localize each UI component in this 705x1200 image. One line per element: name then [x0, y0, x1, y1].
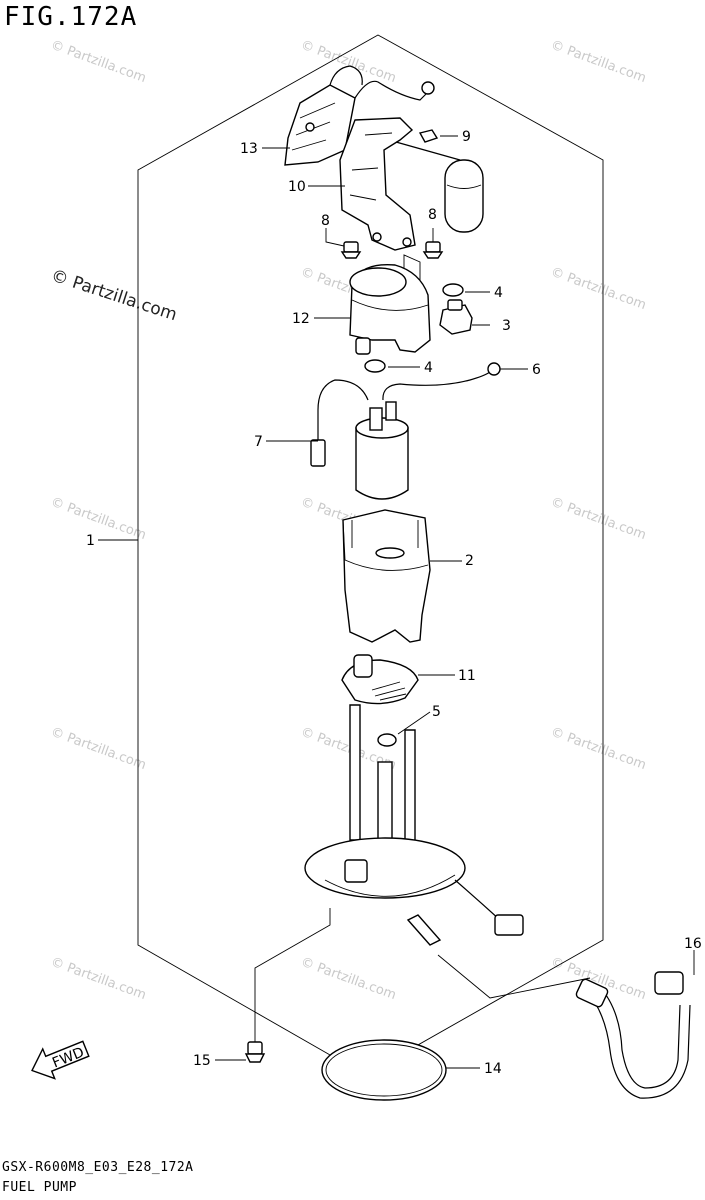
watermark: © Partzilla.com	[549, 495, 648, 543]
part-3-pressure-regulator	[439, 299, 473, 335]
part-4-o-ring-upper	[442, 283, 464, 297]
part-5-o-ring	[377, 733, 397, 747]
watermark: © Partzilla.com	[49, 38, 148, 86]
part-4-o-ring-lower	[364, 359, 386, 373]
part-9-clip	[418, 129, 439, 143]
part-2-pump-case	[342, 509, 431, 643]
watermark-main: © Partzilla.com	[48, 266, 179, 326]
diagram-subtitle: FUEL PUMP	[2, 1180, 77, 1195]
callout-1: 1	[86, 533, 95, 549]
callout-10: 10	[288, 179, 306, 195]
part-8-bolt-left	[340, 241, 362, 259]
callout-5: 5	[432, 704, 441, 720]
callout-11: 11	[458, 668, 476, 684]
callout-14: 14	[484, 1061, 502, 1077]
part-13-bracket	[284, 65, 435, 166]
part-8-bolt-right	[422, 241, 444, 259]
part-14-gasket-inner	[325, 1043, 443, 1097]
watermark: © Partzilla.com	[49, 955, 148, 1003]
callout-3: 3	[502, 318, 511, 334]
callout-13: 13	[240, 141, 258, 157]
callout-12: 12	[292, 311, 310, 327]
callout-8-left: 8	[321, 213, 330, 229]
callout-6: 6	[532, 362, 541, 378]
watermark: © Partzilla.com	[49, 495, 148, 543]
callout-4-lower: 4	[424, 360, 433, 376]
figure-title: FIG.172A	[4, 2, 138, 32]
part-12-pump-housing	[349, 254, 431, 355]
fuel-level-float	[395, 141, 484, 233]
leader-lines	[98, 135, 695, 1069]
callout-7: 7	[254, 434, 263, 450]
watermark: © Partzilla.com	[549, 38, 648, 86]
pump-base-plate	[304, 704, 524, 946]
model-code: GSX-R600M8_E03_E28_172A	[2, 1160, 194, 1175]
fuel-pump-motor	[355, 401, 409, 500]
part-11-fuel-filter	[341, 654, 419, 705]
callout-labels: 1 2 3 4 4 5 6 7 8 8 9 10 11 12 13 14 15 …	[86, 129, 702, 1077]
callout-2: 2	[465, 553, 474, 569]
part-10-pump-bracket	[339, 117, 416, 251]
callout-4-upper: 4	[494, 285, 503, 301]
part-16-fuel-hose	[575, 971, 691, 1099]
part-14-gasket	[321, 1039, 447, 1101]
fwd-direction-arrow: FWD	[31, 1040, 90, 1080]
part-7-lead-wire	[310, 379, 369, 467]
watermark: © Partzilla.com	[299, 38, 398, 86]
callout-16: 16	[684, 936, 702, 952]
callout-9: 9	[462, 129, 471, 145]
fwd-label: FWD	[50, 1044, 86, 1071]
callout-8-right: 8	[428, 207, 437, 223]
watermark: © Partzilla.com	[299, 955, 398, 1003]
watermark: © Partzilla.com	[549, 725, 648, 773]
watermark: © Partzilla.com	[549, 265, 648, 313]
callout-15: 15	[193, 1053, 211, 1069]
part-6-lead-wire	[382, 362, 501, 401]
watermark: © Partzilla.com	[49, 725, 148, 773]
part-15-bolt	[244, 1041, 266, 1063]
